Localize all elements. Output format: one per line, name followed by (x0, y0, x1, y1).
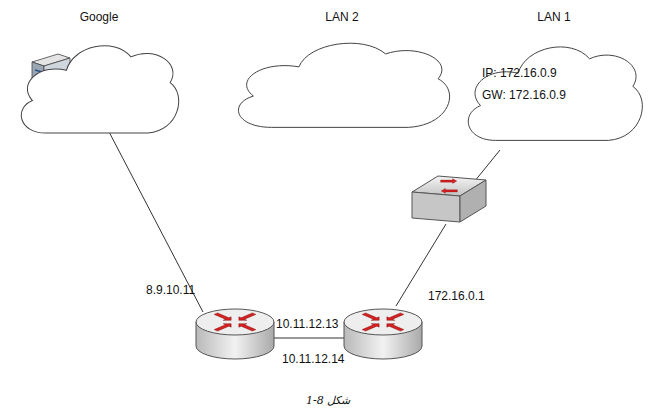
wire (107, 128, 500, 338)
figure-caption: شکل 8-1 (306, 394, 350, 407)
cloud-outline (12, 30, 182, 142)
interface-address: 10.11.12.13 (276, 317, 339, 331)
interface-address: 10.11.12.14 (282, 352, 345, 366)
cloud-outline (226, 28, 454, 136)
network-cloud: LAN 2 (226, 10, 454, 136)
network-cloud: LAN 1 IP: 172.16.0.9GW: 172.16.0.9 (458, 10, 646, 150)
interface-address: 172.16.0.1 (428, 289, 485, 303)
cloud-heading: Google (16, 10, 182, 24)
host-address: IP: 172.16.0.9 (482, 66, 557, 80)
router-icon (344, 309, 422, 359)
cloud-heading: LAN 1 (462, 10, 646, 24)
cloud-heading: LAN 2 (230, 10, 454, 24)
router-icon (196, 309, 274, 359)
interface-address: 8.9.10.11 (146, 283, 195, 297)
switch-icon (412, 176, 486, 222)
network-cloud: Google (12, 10, 182, 142)
host-address: GW: 172.16.0.9 (482, 88, 566, 102)
